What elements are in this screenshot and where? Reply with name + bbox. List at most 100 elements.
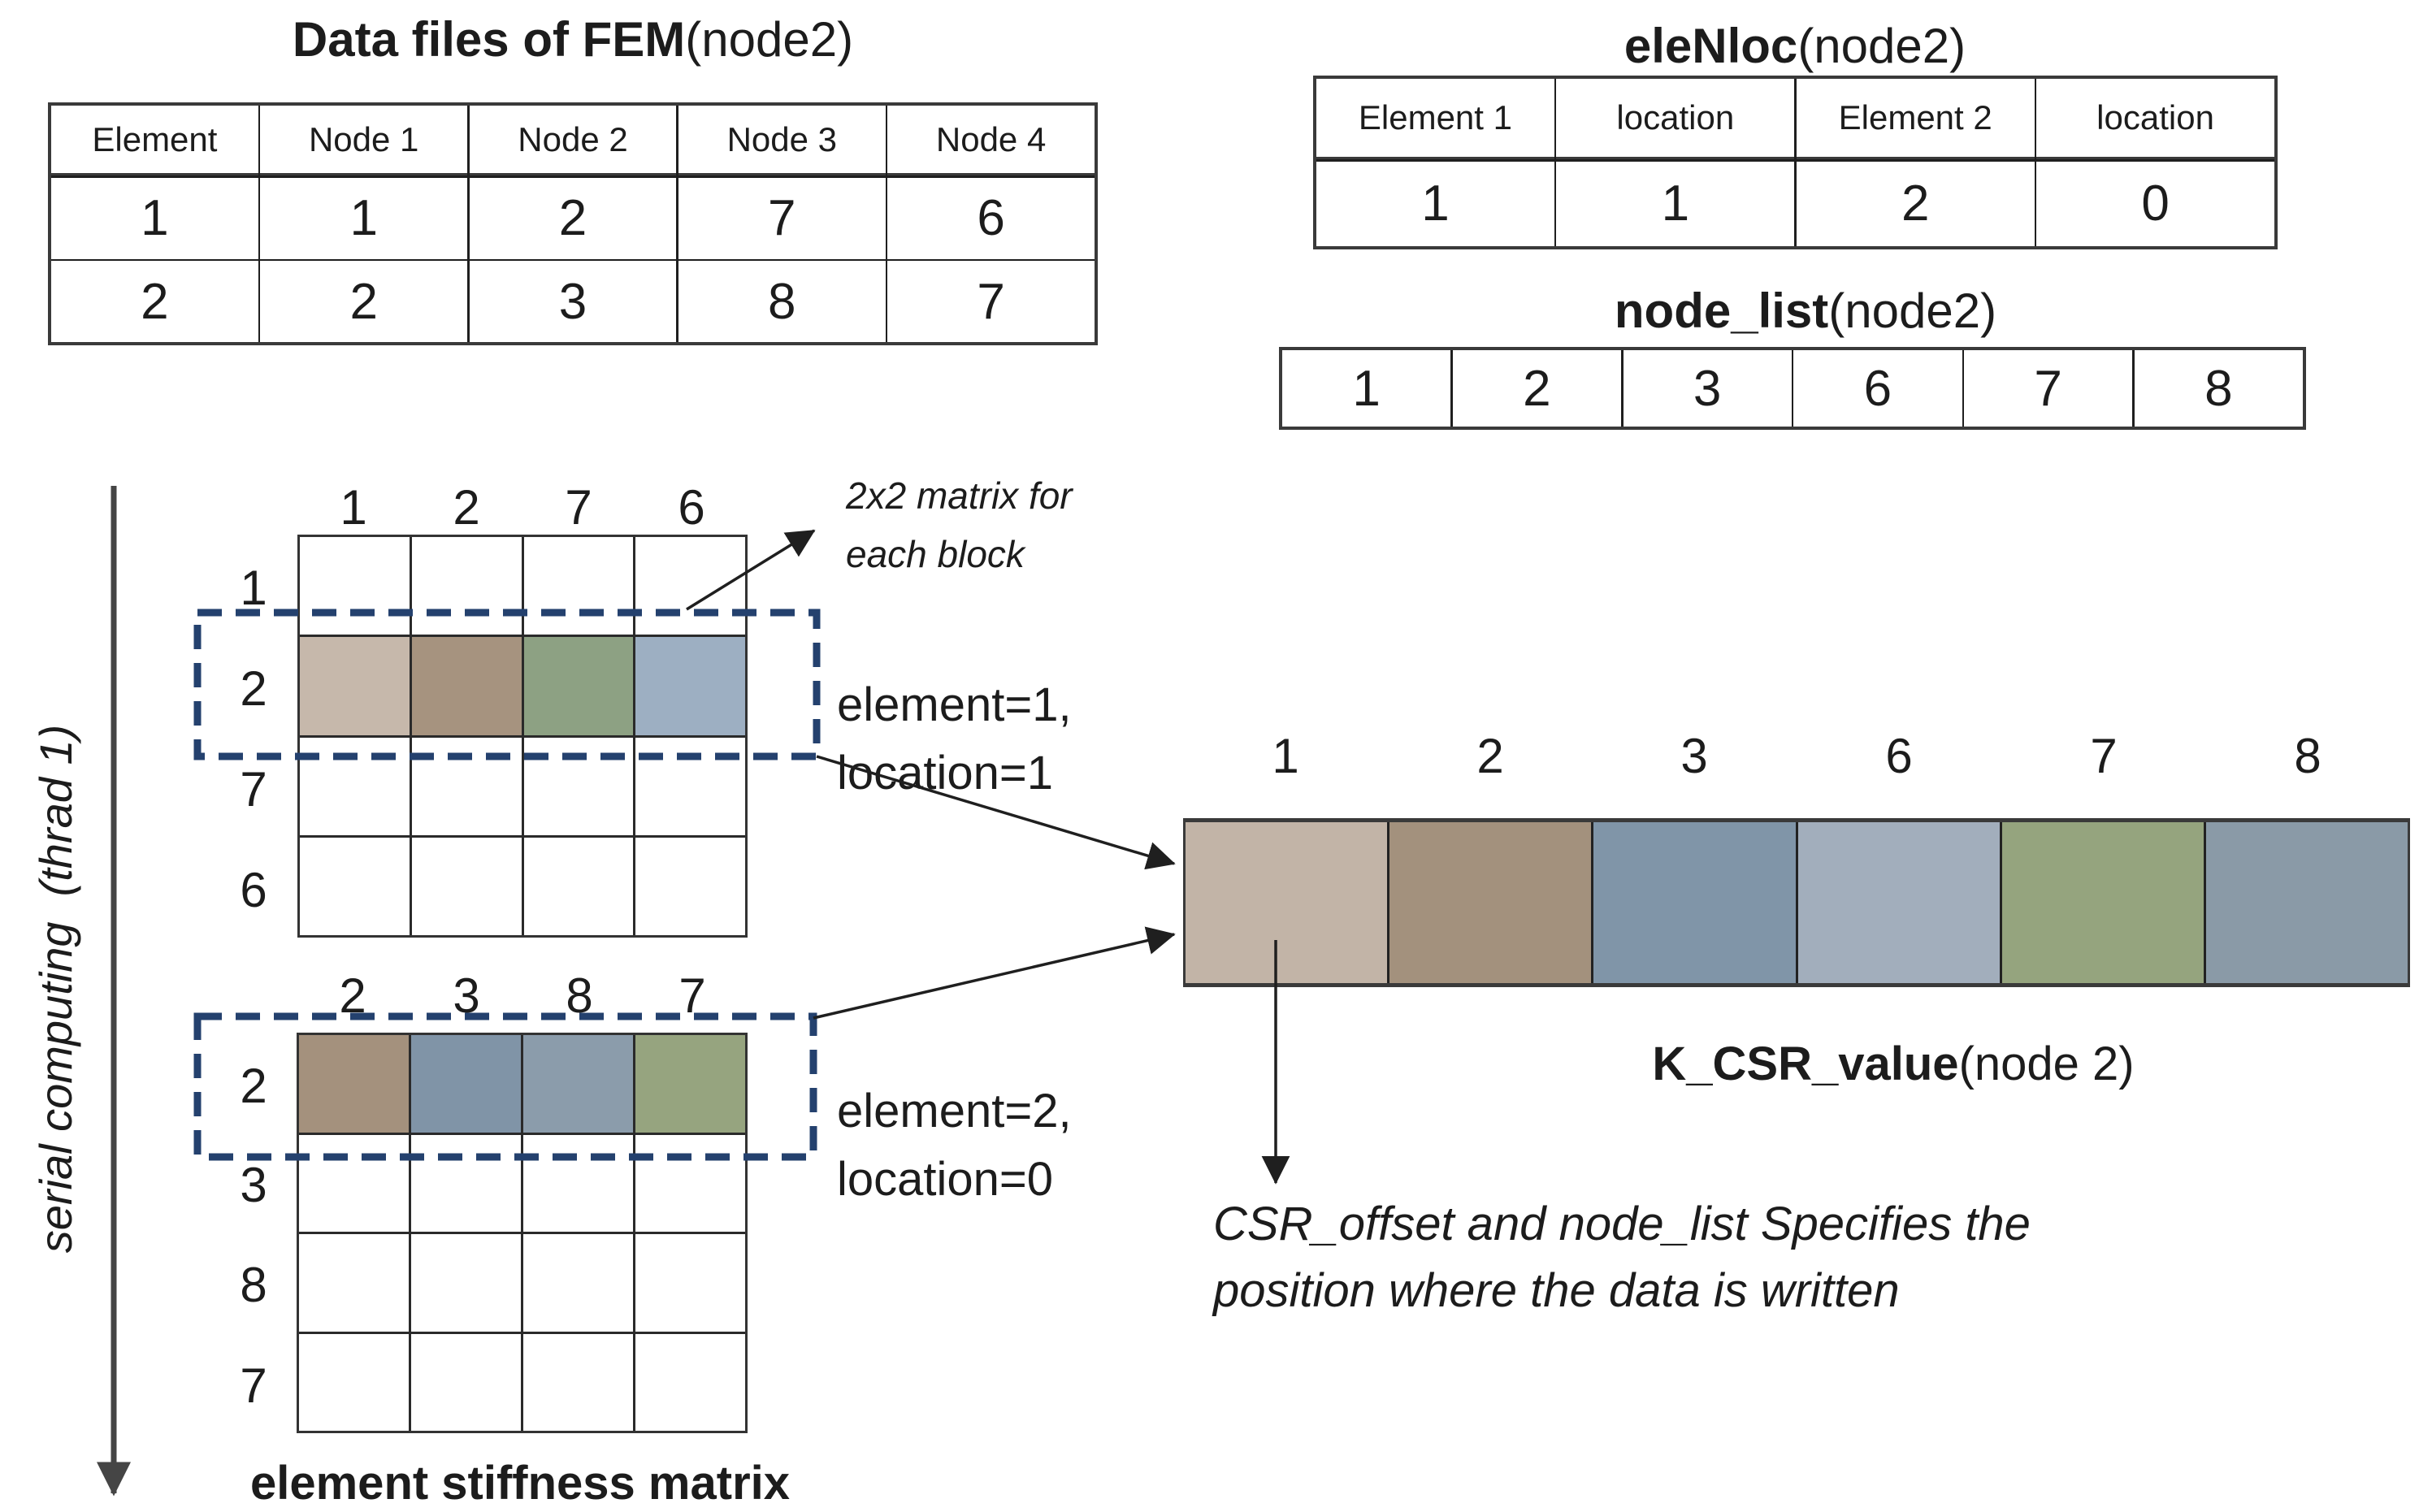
matrix2-row-label: 7 bbox=[240, 1358, 267, 1413]
node-list-title-suffix: (node2) bbox=[1828, 284, 1997, 338]
node-list-title-bold: node_list bbox=[1614, 284, 1829, 338]
elenloc-cell: 1 bbox=[1316, 161, 1554, 246]
node-list-cell: 1 bbox=[1282, 350, 1451, 427]
element2-note: element=2, location=0 bbox=[837, 1077, 1072, 1214]
fem-cell: 1 bbox=[51, 177, 258, 259]
matrix2-col-label: 8 bbox=[566, 968, 593, 1023]
kcsr-cell bbox=[1593, 822, 1796, 983]
kcsr-col-label: 1 bbox=[1272, 729, 1299, 783]
serial-computing-label: serial computing (thrad 1) bbox=[30, 724, 81, 1254]
matrix2-empty-cell bbox=[411, 1234, 521, 1332]
node-list-cell: 8 bbox=[2134, 350, 2303, 427]
matrix1-row-label: 6 bbox=[240, 863, 267, 917]
csr-offset-note: CSR_offset and node_list Specifies the p… bbox=[1213, 1191, 2031, 1324]
element2-note-line2: location=0 bbox=[837, 1153, 1054, 1206]
matrix2-empty-cell bbox=[635, 1333, 745, 1431]
node-list-title: node_list(node2) bbox=[1399, 283, 2212, 339]
node-list-array: 1 2 3 6 7 8 bbox=[1279, 347, 2306, 430]
node-list-cell: 2 bbox=[1452, 350, 1621, 427]
kcsr-cell bbox=[1186, 822, 1388, 983]
fem-table: Element Node 1 Node 2 Node 3 Node 4 1 1 … bbox=[48, 102, 1098, 345]
matrix2-row-label: 3 bbox=[240, 1158, 267, 1212]
matrix2-empty-cell bbox=[635, 1234, 745, 1332]
elenloc-cell: 1 bbox=[1556, 161, 1795, 246]
matrix1-empty-cell bbox=[523, 737, 634, 835]
matrix2-empty-cell bbox=[299, 1134, 409, 1232]
fem-cell: 8 bbox=[678, 261, 886, 342]
matrix1-empty-cell bbox=[411, 537, 522, 635]
matrix1-col-label: 6 bbox=[678, 480, 705, 535]
fem-header-cell: Node 1 bbox=[260, 106, 468, 175]
fem-cell: 2 bbox=[469, 177, 677, 259]
node-list-cell: 7 bbox=[1964, 350, 2133, 427]
fem-cell: 2 bbox=[260, 261, 468, 342]
matrix2-empty-cell bbox=[523, 1234, 633, 1332]
elenloc-header-cell: location bbox=[2036, 79, 2274, 159]
elenloc-table-title: eleNloc(node2) bbox=[1389, 18, 2201, 74]
matrix2-col-label: 3 bbox=[453, 968, 480, 1023]
matrix1-empty-cell bbox=[523, 537, 634, 635]
elenloc-cell: 0 bbox=[2036, 161, 2274, 246]
kcsr-col-label: 8 bbox=[2294, 729, 2321, 783]
matrix1-colored-cell bbox=[411, 637, 522, 735]
element1-note-line1: element=1, bbox=[837, 678, 1072, 731]
fem-header-cell: Node 3 bbox=[678, 106, 886, 175]
block-note-line2: each block bbox=[846, 533, 1025, 575]
matrix1-empty-cell bbox=[411, 837, 522, 935]
block-note: 2x2 matrix for each block bbox=[846, 466, 1073, 583]
matrix2-empty-cell bbox=[411, 1333, 521, 1431]
matrix2-empty-cell bbox=[523, 1134, 633, 1232]
element-stiffness-matrix-caption: element stiffness matrix bbox=[249, 1457, 791, 1510]
fem-header-cell: Node 4 bbox=[887, 106, 1095, 175]
element1-note-line2: location=1 bbox=[837, 747, 1054, 799]
kcsr-title-bold: K_CSR_value bbox=[1652, 1038, 1959, 1090]
element2-note-line1: element=2, bbox=[837, 1085, 1072, 1137]
matrix2-empty-cell bbox=[635, 1134, 745, 1232]
matrix2-colored-cell bbox=[635, 1035, 745, 1133]
matrix1-colored-cell bbox=[300, 637, 410, 735]
kcsr-title: K_CSR_value(node 2) bbox=[1487, 1037, 2300, 1091]
matrix1-col-label: 7 bbox=[565, 480, 592, 535]
csr-offset-note-line2: position where the data is written bbox=[1213, 1264, 1900, 1317]
fem-table-title-bold: Data files of FEM bbox=[292, 12, 686, 67]
fem-table-title: Data files of FEM(node2) bbox=[163, 11, 983, 67]
kcsr-col-label: 6 bbox=[1885, 729, 1913, 783]
fem-header-cell: Node 2 bbox=[469, 106, 677, 175]
arrow-element2-to-kcsr bbox=[813, 926, 1176, 1020]
matrix1-empty-cell bbox=[300, 837, 410, 935]
matrix2-empty-cell bbox=[299, 1333, 409, 1431]
fem-cell: 2 bbox=[51, 261, 258, 342]
matrix2-col-label: 2 bbox=[339, 968, 366, 1023]
fem-table-title-suffix: (node2) bbox=[685, 12, 854, 67]
matrix1-row-label: 2 bbox=[240, 661, 267, 716]
kcsr-array bbox=[1183, 818, 2410, 987]
elenloc-table-title-bold: eleNloc bbox=[1624, 19, 1798, 73]
matrix1-colored-cell bbox=[523, 637, 634, 735]
matrix1-empty-cell bbox=[300, 537, 410, 635]
matrix1-empty-cell bbox=[635, 537, 745, 635]
kcsr-col-label: 3 bbox=[1680, 729, 1708, 783]
matrix2-empty-cell bbox=[411, 1134, 521, 1232]
element1-note: element=1, location=1 bbox=[837, 671, 1072, 808]
matrix2-row-label: 2 bbox=[240, 1059, 267, 1113]
kcsr-cell bbox=[1389, 822, 1592, 983]
elenloc-cell: 2 bbox=[1796, 161, 2035, 246]
fem-header-cell: Element bbox=[51, 106, 258, 175]
fem-cell: 7 bbox=[887, 261, 1095, 342]
matrix1-empty-cell bbox=[411, 737, 522, 835]
matrix1-row-label: 1 bbox=[240, 561, 267, 615]
elenloc-header-cell: Element 1 bbox=[1316, 79, 1554, 159]
elenloc-header-cell: location bbox=[1556, 79, 1795, 159]
matrix1-col-label: 1 bbox=[340, 480, 367, 535]
elenloc-table-title-suffix: (node2) bbox=[1797, 19, 1966, 73]
matrix2-colored-cell bbox=[299, 1035, 409, 1133]
matrix1-empty-cell bbox=[635, 837, 745, 935]
fem-cell: 6 bbox=[887, 177, 1095, 259]
matrix2-colored-cell bbox=[411, 1035, 521, 1133]
fem-cell: 3 bbox=[469, 261, 677, 342]
matrix1-grid bbox=[297, 535, 748, 938]
matrix1-colored-cell bbox=[635, 637, 745, 735]
kcsr-col-label: 7 bbox=[2090, 729, 2118, 783]
kcsr-cell bbox=[2001, 822, 2204, 983]
kcsr-cell bbox=[2205, 822, 2408, 983]
